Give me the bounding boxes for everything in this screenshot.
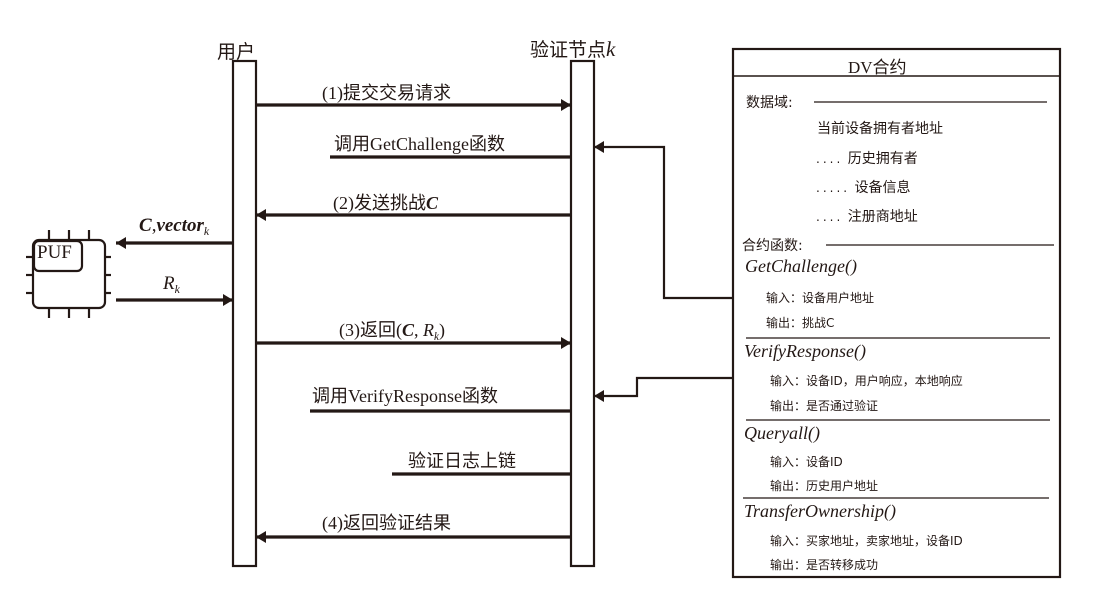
call-getchallenge-label: 调用GetChallenge函数 [334,134,505,154]
verifier-index: k [606,37,616,61]
puf-sep: , [151,215,157,236]
connector-verifyresponse [594,376,733,402]
verifier-label: 验证节点k [530,35,615,62]
function-output: 输出：历史用户地址 [770,479,879,493]
data-field: .... 历史拥有者 [816,148,918,168]
function-name: GetChallenge() [745,256,857,276]
user-label: 用户 [217,41,256,63]
verifier-lifeline [569,59,596,568]
puf-vector: vector [156,215,204,236]
function-name: VerifyResponse() [744,341,866,361]
m3-c: C [401,320,414,340]
function-input: 输入：设备用户地址 [766,291,875,305]
user-lifeline [231,59,258,568]
data-field-label: 当前设备拥有者地址 [817,121,943,137]
message-1-label: (1)提交交易请求 [322,83,451,103]
connector-getchallenge [594,141,733,300]
m3-prefix: (3)返回( [339,320,402,340]
puf-challenge-label: C,vectork [139,215,209,239]
m3-sub: k [434,330,439,343]
function-input: 输入：设备ID [770,455,843,469]
function-output: 输出：挑战C [766,316,835,330]
m3-sep: , [414,320,423,340]
contract-box [731,47,1062,579]
puf-r: R [163,273,175,294]
puf-r-sub: k [174,283,180,297]
data-field-label: 历史拥有者 [847,151,918,167]
functions-label: 合约函数: [742,238,803,254]
function-name: Queryall() [744,423,820,443]
puf-label: PUF [37,242,72,263]
message-4-label: (4)返回验证结果 [322,513,451,533]
puf-chip [26,230,111,318]
data-field: 当前设备拥有者地址 [817,118,943,138]
data-field-dots: .... [816,210,844,224]
puf-response-label: Rk [163,273,180,297]
function-input: 输入：买家地址，卖家地址，设备ID [770,534,963,548]
data-field: .... 注册商地址 [816,206,918,226]
message-3-label: (3)返回(C, Rk) [339,316,445,343]
function-name: TransferOwnership() [744,501,897,521]
message-2-label: (2)发送挑战C [333,189,438,215]
verifier-name: 验证节点 [530,39,607,61]
m3-r: R [423,320,434,340]
contract-title: DV合约 [848,58,907,77]
data-field-label: 注册商地址 [847,209,918,225]
puf-vector-sub: k [203,225,210,239]
call-verifyresponse-label: 调用VerifyResponse函数 [312,386,498,406]
data-field: ..... 设备信息 [816,177,911,197]
puf-c: C [139,215,152,236]
log-onchain-label: 验证日志上链 [408,451,516,471]
function-input: 输入：设备ID，用户响应，本地响应 [770,374,963,388]
data-field-dots: .... [816,152,844,166]
m3-close: ) [438,320,445,340]
message-2-text: (2)发送挑战 [333,193,426,213]
function-output: 输出：是否通过验证 [770,399,879,413]
function-output: 输出：是否转移成功 [770,558,879,572]
data-domain-label: 数据域: [746,95,793,111]
message-2-var: C [426,193,439,213]
data-field-label: 设备信息 [854,180,911,196]
data-field-dots: ..... [816,181,851,195]
